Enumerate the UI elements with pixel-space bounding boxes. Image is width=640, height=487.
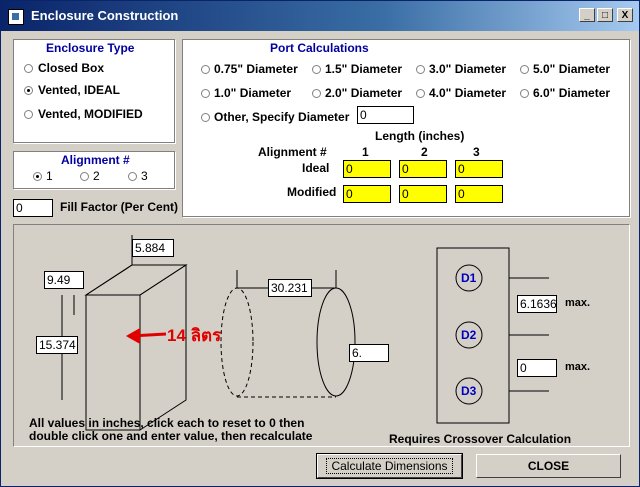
driver-d2-label: D2 (461, 328, 477, 342)
label-closed-box[interactable]: Closed Box (38, 61, 105, 75)
box-depth-input[interactable]: 5.884 (132, 239, 174, 257)
ideal-length-2[interactable]: 0 (399, 160, 447, 178)
box-side (139, 264, 187, 431)
enclosure-type-title: Enclosure Type (46, 41, 135, 55)
label-port-20[interactable]: 2.0" Diameter (325, 86, 403, 100)
crossover-caption: Requires Crossover Calculation (389, 432, 572, 446)
maximize-button[interactable]: □ (597, 8, 613, 22)
app-icon (8, 9, 24, 25)
fill-factor-input[interactable]: 0 (13, 199, 53, 217)
radio-port-50[interactable] (520, 65, 529, 74)
box-width-input[interactable]: 9.49 (44, 271, 84, 289)
close-button[interactable]: CLOSE (476, 454, 621, 478)
label-port-30[interactable]: 3.0" Diameter (429, 62, 507, 76)
label-vented-ideal[interactable]: Vented, IDEAL (38, 83, 121, 97)
modified-length-2[interactable]: 0 (399, 185, 447, 203)
radio-port-60[interactable] (520, 89, 529, 98)
label-port-40[interactable]: 4.0" Diameter (429, 86, 507, 100)
radio-alignment-3[interactable] (128, 172, 137, 181)
dimensions-panel: 5.884 9.49 15.374 14 ลิตร 30.231 6. D1 D… (13, 224, 630, 447)
box-top (84, 264, 188, 296)
calculate-dimensions-label: Calculate Dimensions (326, 458, 453, 474)
max-input-1[interactable]: 6.1636 (517, 295, 557, 313)
label-alignment-3[interactable]: 3 (141, 169, 148, 183)
label-port-075[interactable]: 0.75" Diameter (214, 62, 298, 76)
instructions-line-2: double click one and enter value, then r… (29, 429, 313, 443)
label-alignment-1[interactable]: 1 (46, 169, 53, 183)
driver-d3-label: D3 (461, 384, 477, 398)
box-height-input[interactable]: 15.374 (36, 336, 78, 354)
port-calculations-group: Port Calculations 0.75" Diameter 1.5" Di… (182, 39, 630, 217)
alignment-title: Alignment # (61, 153, 130, 167)
title-bar: Enclosure Construction _ □ X (1, 1, 639, 31)
label-vented-modified[interactable]: Vented, MODIFIED (38, 107, 143, 121)
fill-factor-label: Fill Factor (Per Cent) (60, 200, 179, 214)
col-1-label: 1 (362, 145, 369, 159)
label-port-10[interactable]: 1.0" Diameter (214, 86, 292, 100)
driver-d2-circle (455, 321, 483, 349)
label-port-15[interactable]: 1.5" Diameter (325, 62, 403, 76)
max-label-2: max. (565, 361, 591, 373)
ideal-length-1[interactable]: 0 (343, 160, 391, 178)
calculate-dimensions-button[interactable]: Calculate Dimensions (316, 453, 463, 479)
tube-right-end (316, 287, 356, 397)
driver-d1-circle (455, 264, 483, 292)
driver-d3-circle (455, 377, 483, 405)
tube-left-end (220, 287, 254, 397)
alignment-group: Alignment # 1 2 3 (13, 151, 175, 189)
minimize-button[interactable]: _ (579, 8, 595, 22)
box-front (85, 294, 141, 431)
radio-vented-ideal[interactable] (24, 86, 33, 95)
annotation-arrow-head (126, 328, 140, 344)
radio-port-other[interactable] (201, 113, 210, 122)
instructions-line-1: All values in inches, click each to rese… (29, 416, 305, 430)
enclosure-type-group: Enclosure Type Closed Box Vented, IDEAL … (13, 39, 175, 143)
tube-diameter-input[interactable]: 6. (349, 344, 389, 362)
radio-vented-modified[interactable] (24, 110, 33, 119)
radio-port-20[interactable] (312, 89, 321, 98)
radio-alignment-1[interactable] (33, 172, 42, 181)
radio-port-40[interactable] (416, 89, 425, 98)
label-alignment-2[interactable]: 2 (93, 169, 100, 183)
driver-d1-label: D1 (461, 271, 477, 285)
ideal-label: Ideal (302, 161, 330, 175)
length-alignment-label: Alignment # (258, 145, 327, 159)
label-port-60[interactable]: 6.0" Diameter (533, 86, 611, 100)
col-2-label: 2 (421, 145, 428, 159)
close-window-button[interactable]: X (617, 8, 633, 22)
window-title: Enclosure Construction (31, 8, 179, 23)
col-3-label: 3 (473, 145, 480, 159)
radio-closed-box[interactable] (24, 64, 33, 73)
modified-label: Modified (287, 185, 337, 199)
modified-length-1[interactable]: 0 (343, 185, 391, 203)
ideal-length-3[interactable]: 0 (455, 160, 503, 178)
modified-length-3[interactable]: 0 (455, 185, 503, 203)
radio-port-10[interactable] (201, 89, 210, 98)
radio-port-075[interactable] (201, 65, 210, 74)
other-diameter-input[interactable]: 0 (357, 106, 414, 124)
radio-port-30[interactable] (416, 65, 425, 74)
max-label-1: max. (565, 297, 591, 309)
volume-annotation: 14 ลิตร (167, 326, 222, 345)
length-title: Length (inches) (375, 129, 465, 143)
label-port-50[interactable]: 5.0" Diameter (533, 62, 611, 76)
radio-port-15[interactable] (312, 65, 321, 74)
tube-length-input[interactable]: 30.231 (268, 279, 312, 297)
label-port-other[interactable]: Other, Specify Diameter (214, 110, 350, 124)
max-input-2[interactable]: 0 (517, 359, 557, 377)
port-calculations-title: Port Calculations (270, 41, 369, 55)
radio-alignment-2[interactable] (80, 172, 89, 181)
dimensions-drawing (61, 235, 549, 431)
